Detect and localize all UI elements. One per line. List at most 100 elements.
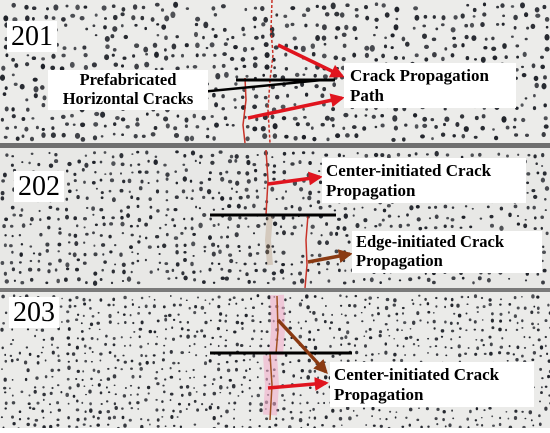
speckle-dot — [290, 162, 295, 166]
speckle-dot — [232, 296, 236, 300]
crack-path-202-edge — [304, 214, 309, 289]
speckle-dot — [515, 328, 519, 332]
speckle-dot — [398, 279, 402, 282]
speckle-dot — [75, 359, 78, 363]
speckle-dot — [275, 417, 278, 420]
speckle-dot — [316, 200, 321, 204]
speckle-dot — [252, 232, 256, 235]
speckle-dot — [324, 415, 328, 420]
speckle-dot — [292, 225, 297, 230]
speckle-dot — [2, 172, 7, 178]
speckle-dot — [301, 151, 306, 155]
speckle-dot — [299, 411, 303, 414]
speckle-dot — [12, 213, 16, 217]
speckle-dot — [41, 132, 46, 138]
speckle-dot — [11, 415, 14, 419]
speckle-dot — [297, 206, 302, 212]
speckle-dot — [333, 55, 339, 61]
speckle-dot — [475, 407, 479, 411]
speckle-dot — [305, 294, 309, 299]
speckle-dot — [396, 152, 401, 157]
speckle-dot — [28, 161, 31, 165]
speckle-dot — [132, 54, 136, 58]
speckle-dot — [102, 253, 105, 256]
speckle-dot — [51, 386, 54, 390]
speckle-dot — [99, 234, 103, 237]
speckle-dot — [259, 386, 262, 390]
speckle-dot — [433, 327, 436, 330]
speckle-dot — [32, 252, 36, 255]
speckle-dot — [112, 374, 117, 379]
speckle-dot — [323, 42, 327, 46]
speckle-dot — [202, 212, 207, 218]
speckle-dot — [299, 278, 305, 284]
speckle-dot — [198, 161, 202, 165]
speckle-dot — [173, 236, 179, 240]
speckle-dot — [302, 73, 306, 76]
speckle-dot — [459, 226, 463, 229]
speckle-dot — [31, 6, 37, 11]
speckle-dot — [242, 359, 246, 362]
speckle-dot — [82, 314, 85, 318]
speckle-dot — [200, 305, 205, 310]
speckle-dot — [440, 132, 446, 137]
speckle-dot — [12, 294, 16, 298]
speckle-dot — [89, 322, 94, 327]
speckle-dot — [203, 375, 207, 378]
speckle-dot — [56, 278, 60, 284]
speckle-dot — [210, 403, 214, 406]
speckle-dot — [164, 15, 170, 22]
speckle-dot — [521, 72, 527, 78]
speckle-dot — [364, 354, 368, 357]
speckle-dot — [180, 393, 184, 397]
speckle-dot — [41, 409, 44, 413]
speckle-dot — [260, 302, 264, 305]
speckle-dot — [85, 393, 87, 396]
speckle-dot — [240, 383, 243, 386]
speckle-dot — [112, 337, 116, 340]
speckle-dot — [483, 352, 487, 356]
speckle-dot — [298, 334, 303, 339]
speckle-dot — [110, 34, 115, 39]
speckle-dot — [135, 122, 140, 127]
speckle-dot — [107, 367, 110, 370]
speckle-dot — [82, 370, 85, 373]
speckle-dot — [46, 216, 51, 220]
speckle-dot — [397, 215, 400, 218]
speckle-dot — [180, 351, 184, 355]
speckle-dot — [119, 252, 123, 257]
speckle-dot — [42, 386, 45, 389]
speckle-dot — [193, 31, 199, 38]
speckle-dot — [264, 52, 270, 59]
speckle-dot — [354, 359, 357, 362]
speckle-dot — [533, 305, 536, 308]
speckle-dot — [202, 35, 205, 40]
speckle-dot — [309, 386, 312, 389]
speckle-dot — [290, 263, 294, 266]
speckle-dot — [175, 243, 179, 248]
speckle-dot — [76, 337, 79, 340]
speckle-dot — [464, 205, 468, 208]
speckle-dot — [65, 392, 69, 398]
speckle-dot — [3, 377, 7, 382]
speckle-dot — [305, 122, 311, 127]
speckle-dot — [184, 43, 189, 48]
speckle-dot — [331, 354, 335, 358]
speckle-dot — [347, 240, 351, 244]
speckle-dot — [156, 319, 160, 323]
speckle-dot — [99, 277, 103, 282]
speckle-dot — [153, 330, 157, 334]
speckle-dot — [467, 296, 470, 299]
speckle-dot — [412, 113, 418, 118]
speckle-dot — [540, 215, 544, 220]
speckle-dot — [281, 263, 286, 267]
speckle-dot — [226, 368, 231, 373]
speckle-dot — [208, 359, 212, 363]
speckle-dot — [19, 83, 25, 90]
speckle-dot — [384, 305, 389, 311]
speckle-dot — [451, 206, 455, 209]
speckle-dot — [156, 245, 160, 249]
speckle-dot — [532, 344, 535, 347]
speckle-dot — [237, 394, 240, 397]
speckle-dot — [536, 295, 540, 299]
